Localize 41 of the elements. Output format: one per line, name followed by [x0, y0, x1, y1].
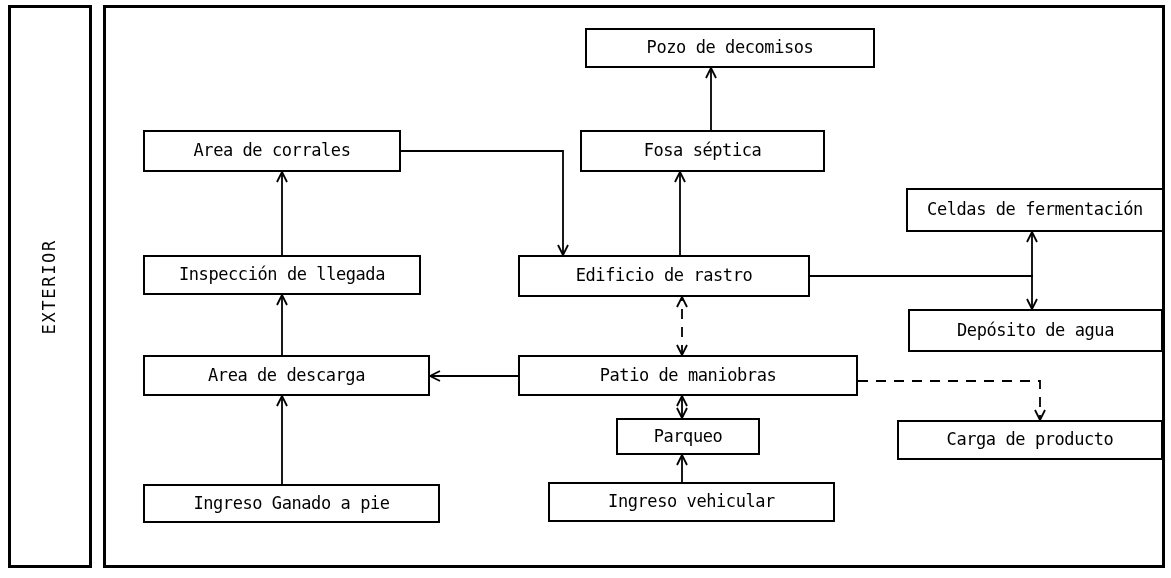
side-label: EXTERIOR [38, 238, 61, 335]
box-label: Fosa séptica [643, 139, 762, 163]
process-box [906, 188, 1164, 232]
process-box [548, 482, 835, 522]
process-box [908, 309, 1163, 352]
arrow [429, 370, 519, 382]
arrow [276, 171, 288, 256]
process-box [143, 484, 440, 523]
arrow [676, 296, 688, 356]
box-label: Ingreso vehicular [608, 490, 775, 514]
process-box [143, 255, 421, 295]
box-label: Area de descarga [208, 363, 365, 387]
arrow [809, 275, 1038, 310]
box-label: Area de corrales [193, 139, 351, 163]
box-label: Pozo de decomisos [646, 36, 814, 60]
process-box [143, 355, 430, 396]
arrow [676, 395, 688, 419]
box-label: Parqueo [653, 424, 723, 448]
arrow [676, 454, 688, 483]
process-box [518, 355, 858, 396]
arrow [674, 171, 686, 256]
box-label: Patio de maniobras [599, 363, 777, 387]
process-box [580, 130, 825, 172]
process-box [585, 28, 875, 68]
process-box [616, 418, 760, 455]
process-box [518, 255, 810, 297]
arrow [857, 380, 1046, 421]
box-label: Ingreso Ganado a pie [193, 491, 390, 515]
box-label: Carga de producto [946, 428, 1114, 452]
frame-border [103, 5, 1165, 568]
arrow [276, 294, 288, 356]
box-label: Edificio de rastro [575, 264, 753, 288]
arrow [276, 395, 288, 485]
process-box [897, 420, 1163, 460]
process-box [143, 130, 401, 172]
box-label: Depósito de agua [957, 318, 1114, 342]
arrow [705, 67, 717, 131]
arrow [400, 150, 569, 256]
side-band [8, 5, 92, 568]
box-label: Celdas de fermentación [927, 198, 1143, 222]
box-label: Inspección de llegada [179, 263, 385, 287]
